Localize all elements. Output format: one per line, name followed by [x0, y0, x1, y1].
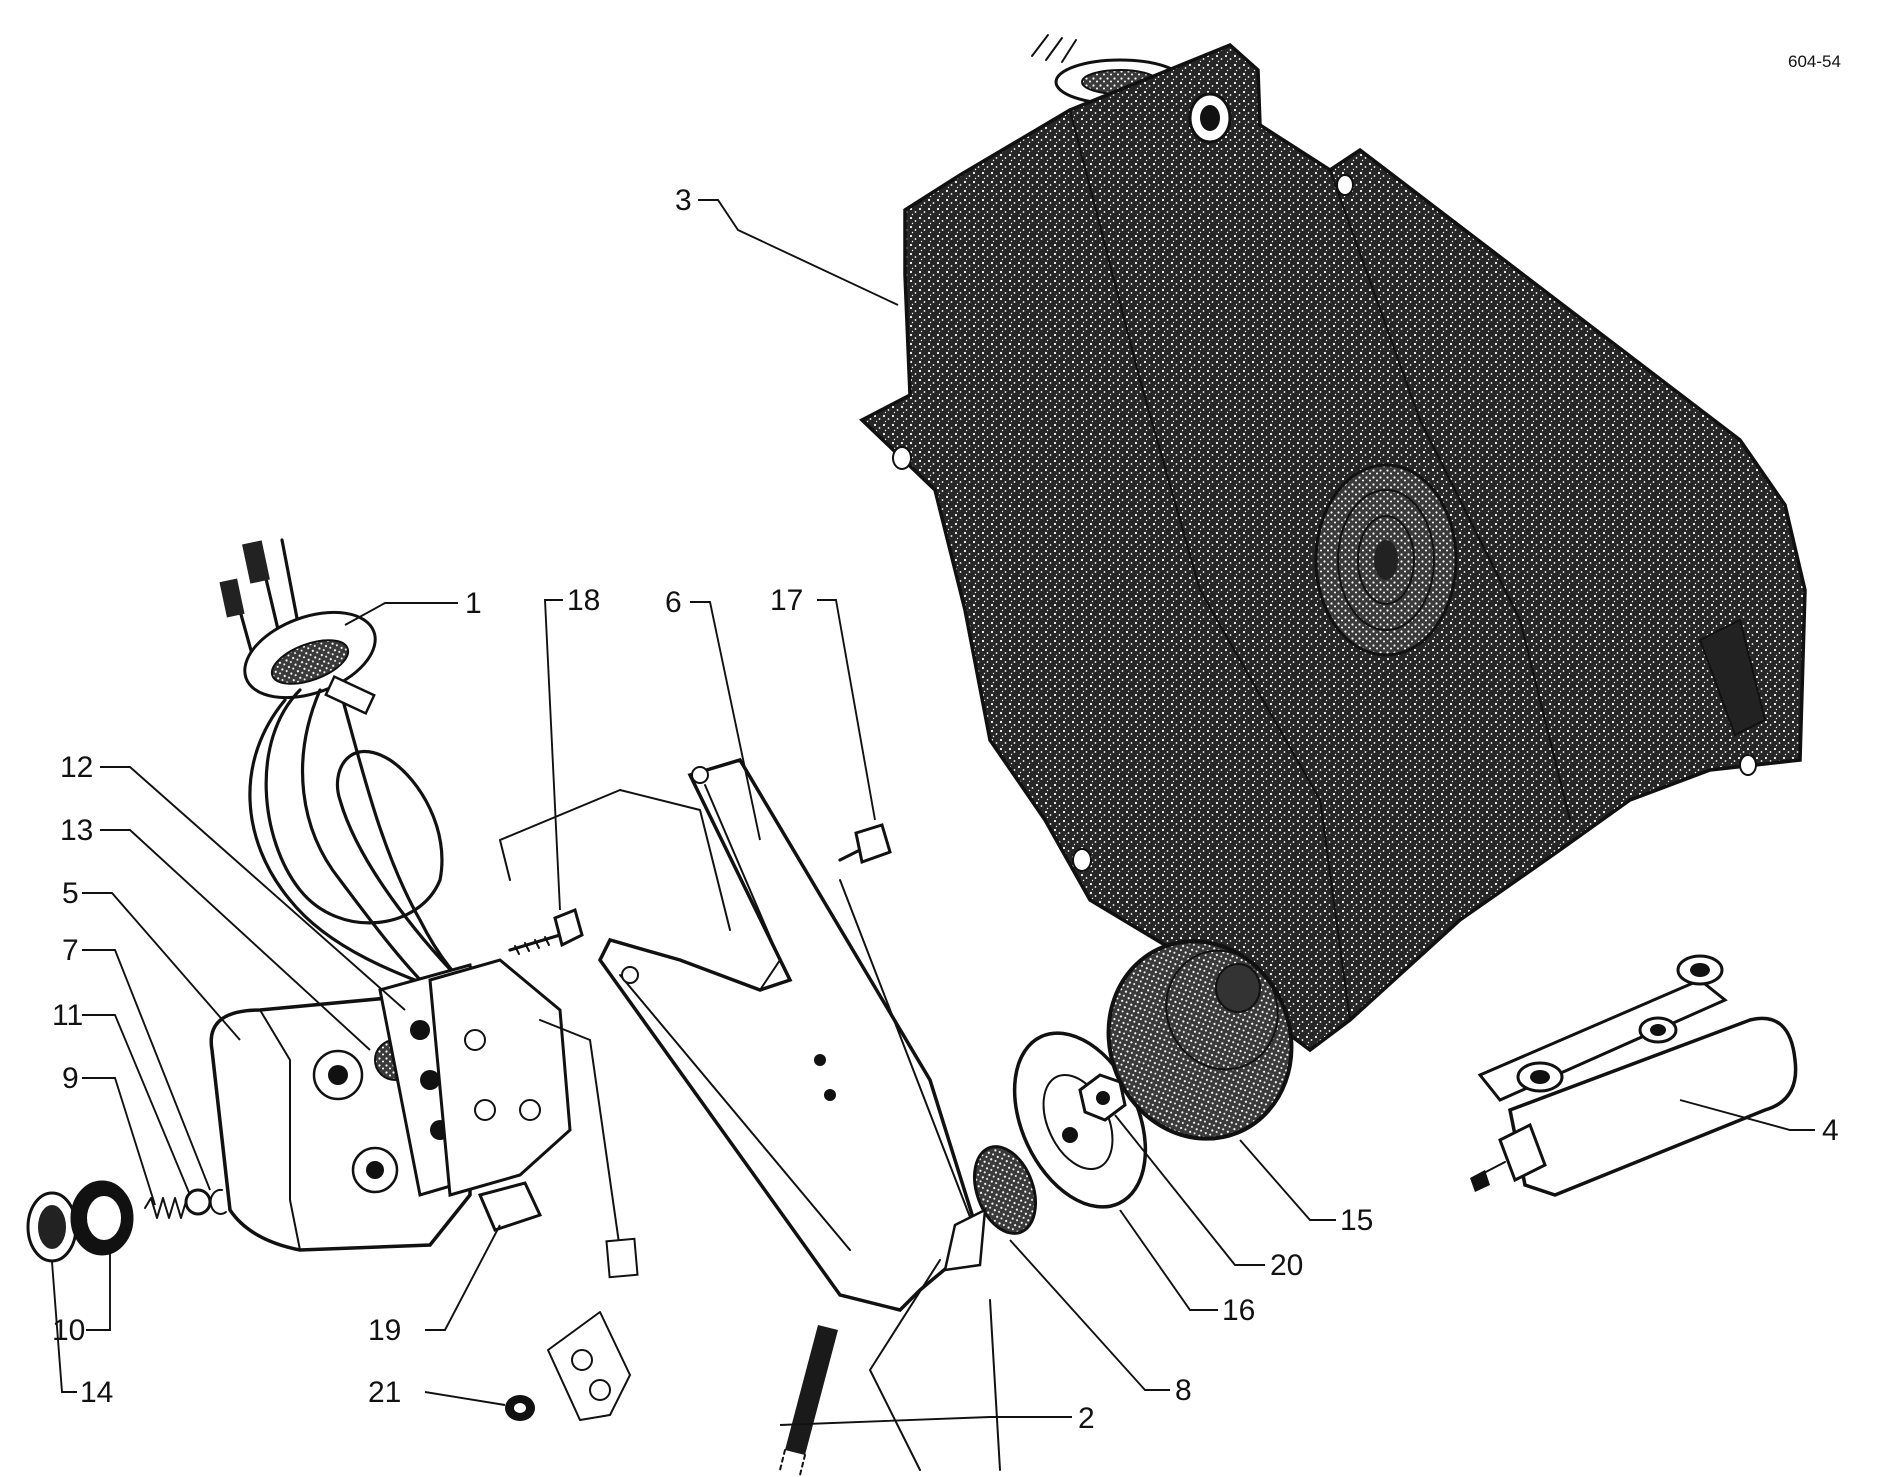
part-10-seal: [70, 1180, 134, 1256]
part-17-bolt: [838, 823, 892, 864]
callout-21: 21: [368, 1376, 401, 1409]
figure-reference: 604-54: [1788, 52, 1841, 71]
callout-6: 6: [665, 586, 682, 619]
callout-20: 20: [1270, 1249, 1303, 1282]
callout-2: 2: [1078, 1402, 1095, 1435]
callout-11: 11: [52, 999, 83, 1032]
part-20-nut: [1078, 1073, 1127, 1122]
part-7-circlip: [209, 1188, 227, 1215]
callout-5: 5: [62, 877, 79, 910]
pushrod: [839, 879, 976, 1231]
callout-4: 4: [1822, 1114, 1839, 1147]
part-15-boot: [1106, 939, 1294, 1141]
floor-channel: [869, 1259, 1001, 1471]
callout-17: 17: [770, 584, 803, 617]
callout-16: 16: [1222, 1294, 1255, 1327]
callout-1: 1: [465, 587, 482, 620]
part-8-bush: [943, 1145, 1037, 1272]
callout-labels: 1 2 3 4 5 6 7 8 9 10 11 12 13 14 15 16 1…: [52, 184, 1839, 1435]
callout-7: 7: [62, 934, 79, 967]
part-18-bolt: [508, 907, 584, 955]
callout-8: 8: [1175, 1374, 1192, 1407]
callout-9: 9: [62, 1062, 79, 1095]
callout-18: 18: [567, 584, 600, 617]
part-1-grommet-pipes: [219, 538, 472, 997]
part-21-nut: [505, 1395, 535, 1421]
part-19-bolt: [477, 1181, 543, 1232]
callout-12: 12: [60, 751, 93, 784]
part-6-pedal-bracket: [499, 757, 983, 1312]
callout-13: 13: [60, 814, 93, 847]
callout-10: 10: [52, 1314, 85, 1347]
brake-pipe: [539, 1019, 621, 1251]
callout-19: 19: [368, 1314, 401, 1347]
part-9-spring: [144, 1197, 188, 1219]
part-3-pedal-box-housing: [859, 34, 1807, 1053]
callout-14: 14: [80, 1376, 113, 1409]
backing-plate: [547, 1311, 631, 1421]
leader-lines: [51, 199, 1815, 1426]
callout-3: 3: [675, 184, 692, 217]
part-4-slave-cylinder: [1470, 954, 1798, 1197]
part-14-plug: [26, 1191, 78, 1263]
part-5-master-cylinder: [209, 958, 572, 1252]
callout-15: 15: [1340, 1204, 1373, 1237]
part-2-hose: [779, 1325, 838, 1476]
